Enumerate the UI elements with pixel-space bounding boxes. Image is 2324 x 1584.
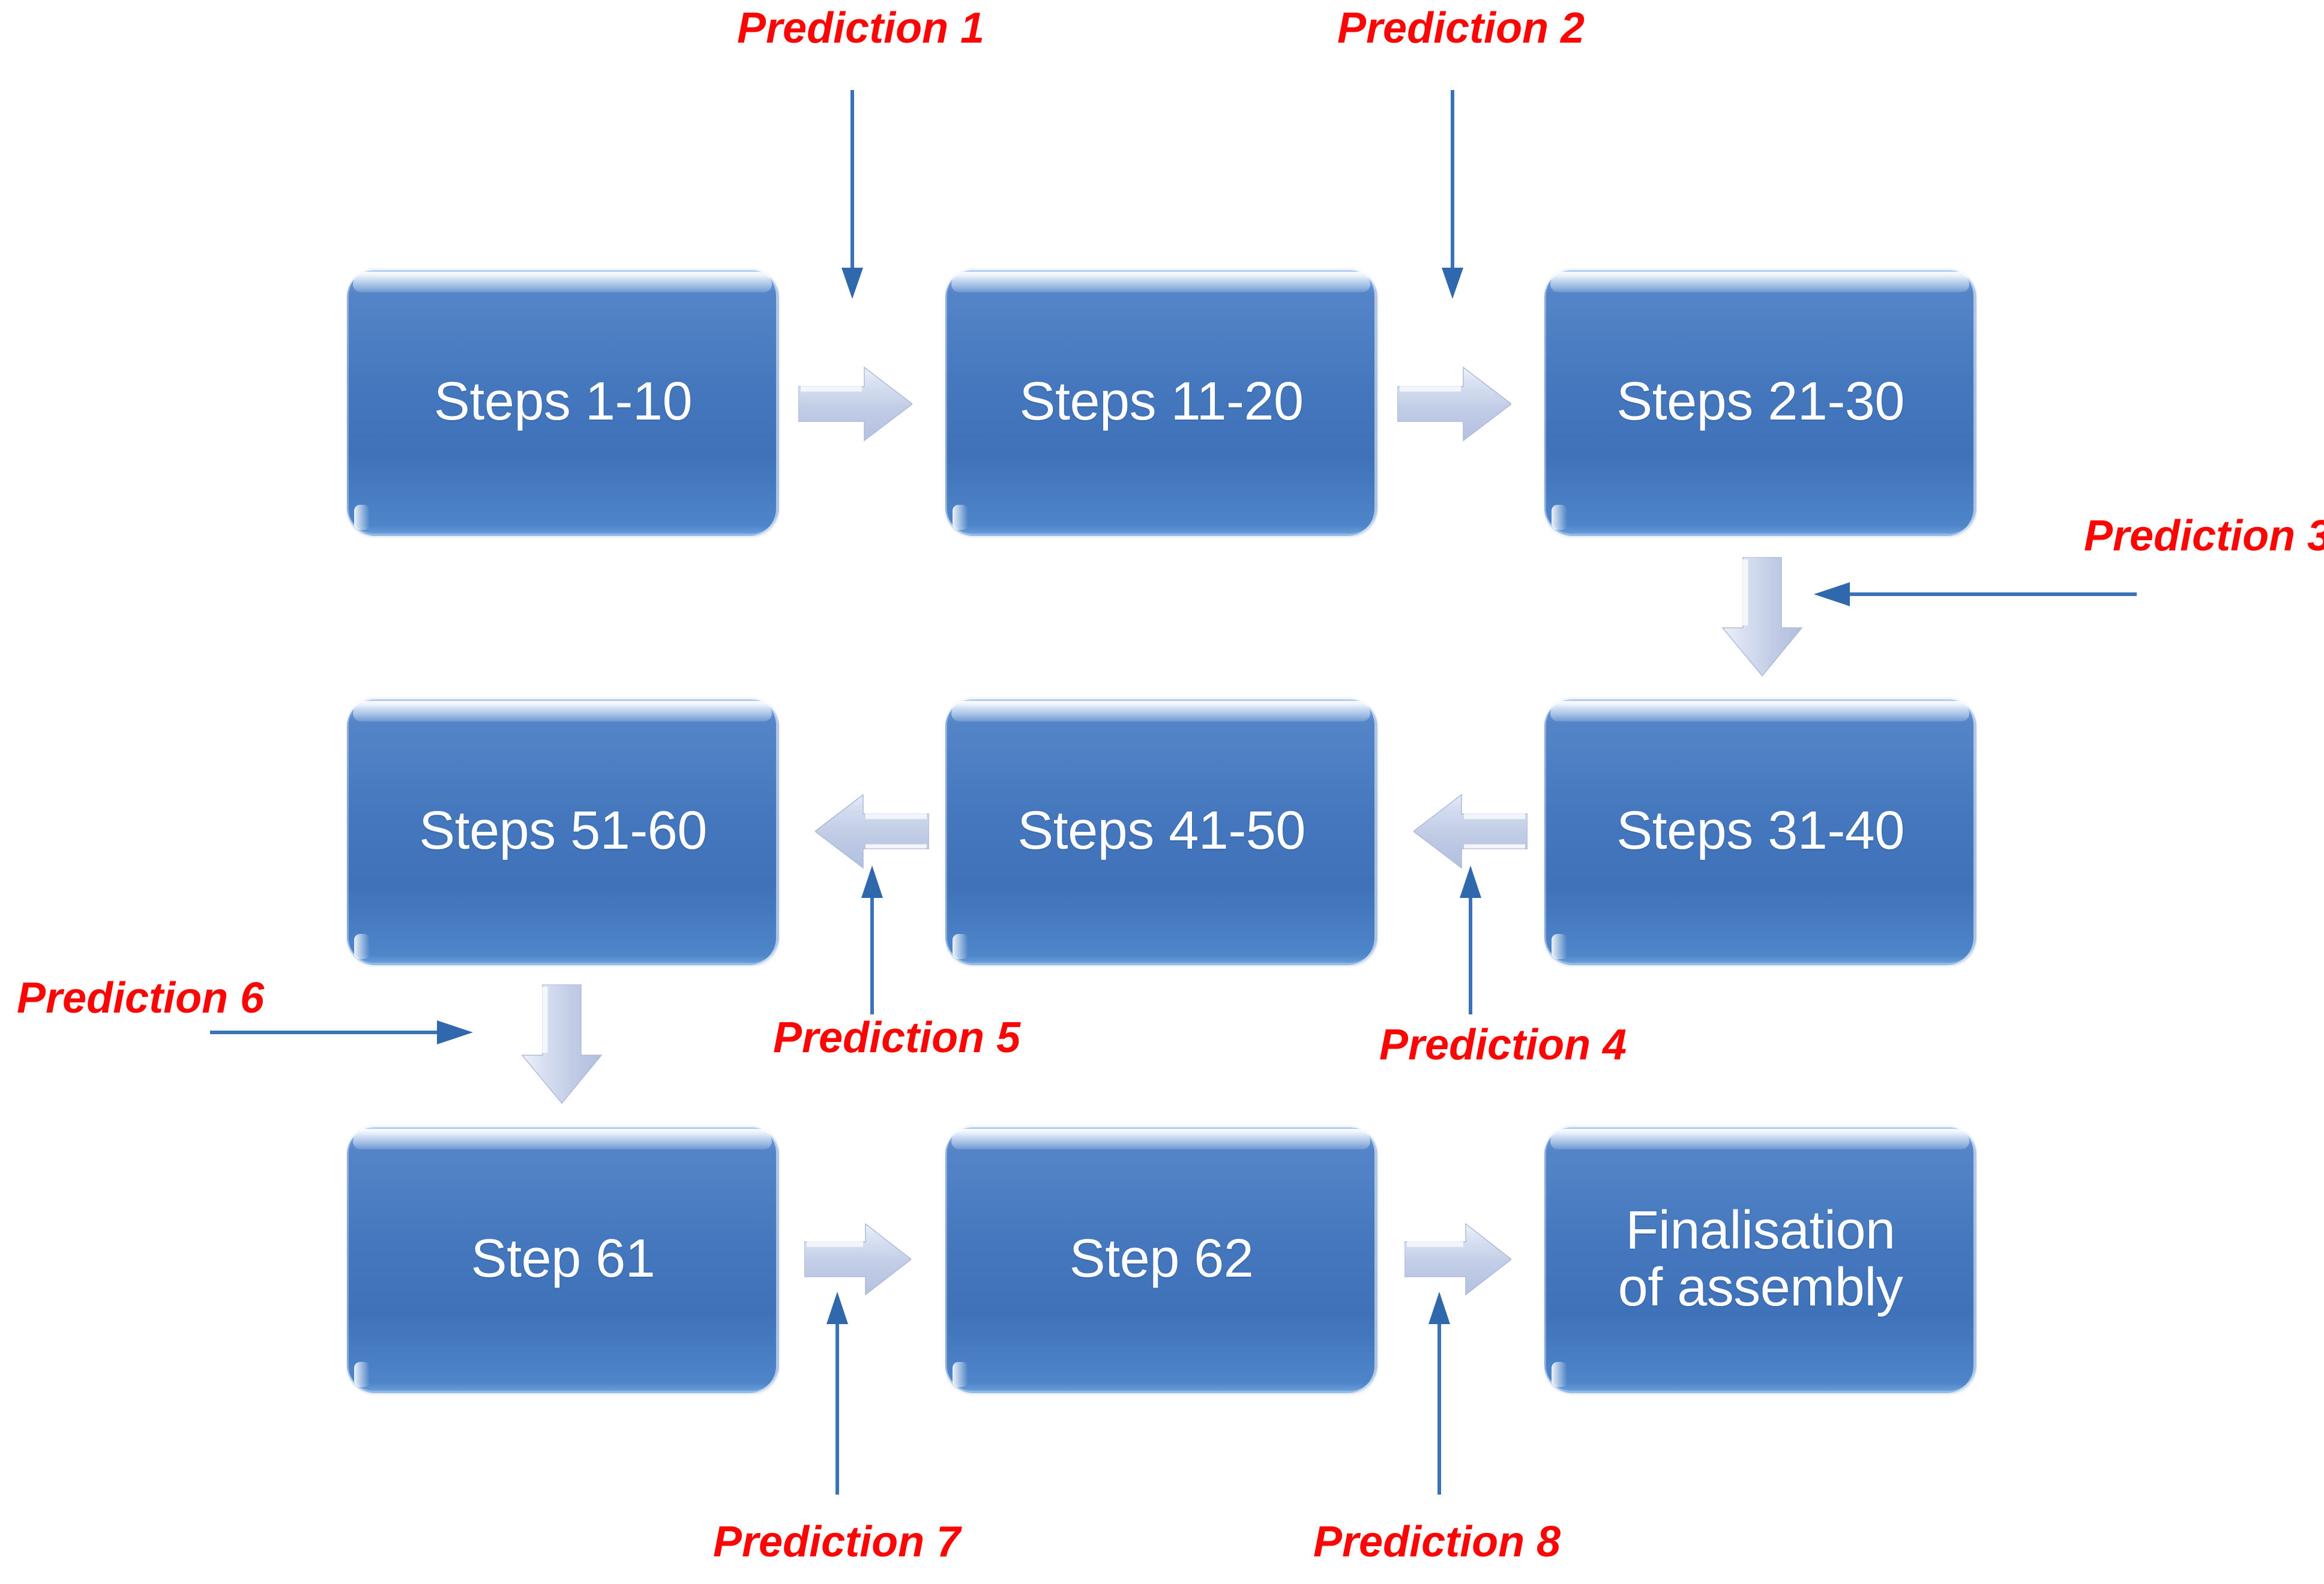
process-box-label-line1: Finalisation [1625,1200,1895,1260]
process-box-steps-41-50[interactable]: Steps 41-50 [945,697,1377,965]
process-box-label-multiline: Finalisation of assembly [1607,1202,1914,1317]
process-box-label-line2: of assembly [1618,1257,1903,1317]
prediction-pointer-4 [1459,864,1483,1014]
prediction-label-2: Prediction 2 [1337,4,1585,52]
process-box-steps-31-40[interactable]: Steps 31-40 [1544,697,1976,965]
process-box-step-62[interactable]: Step 62 [945,1125,1377,1393]
prediction-label-4: Prediction 4 [1379,1021,1627,1069]
process-box-steps-51-60[interactable]: Steps 51-60 [347,697,779,965]
process-box-label: Steps 31-40 [1616,801,1904,861]
process-box-step-61[interactable]: Step 61 [347,1125,779,1393]
process-box-steps-21-30[interactable]: Steps 21-30 [1544,268,1976,536]
flow-arrow-left-2 [815,792,929,870]
prediction-pointer-2 [1440,90,1465,300]
flow-arrow-right-4 [1404,1221,1511,1297]
process-box-finalisation-of-assembly[interactable]: Finalisation of assembly [1544,1125,1976,1393]
process-box-label: Steps 51-60 [419,801,707,861]
prediction-label-6: Prediction 6 [17,974,265,1022]
process-box-steps-11-20[interactable]: Steps 11-20 [945,268,1377,536]
process-box-label: Steps 41-50 [1017,801,1305,861]
process-box-label: Steps 1-10 [433,372,693,432]
process-box-label: Step 62 [1069,1229,1254,1289]
process-box-label: Steps 11-20 [1019,372,1304,432]
process-box-label: Steps 21-30 [1616,372,1904,432]
prediction-pointer-5 [860,864,884,1014]
flow-arrow-down-2 [520,984,604,1104]
prediction-pointer-1 [840,90,864,300]
prediction-pointer-3 [1813,582,2137,606]
prediction-label-3: Prediction 3 [2084,512,2324,560]
prediction-label-1: Prediction 1 [737,4,985,52]
prediction-label-5: Prediction 5 [773,1014,1021,1062]
process-box-steps-1-10[interactable]: Steps 1-10 [347,268,779,536]
prediction-label-8: Prediction 8 [1313,1518,1561,1566]
flow-arrow-left-1 [1413,792,1528,870]
process-box-label: Step 61 [471,1229,655,1289]
flow-arrow-right-2 [1397,365,1511,443]
flow-arrow-right-3 [804,1221,911,1297]
prediction-pointer-6 [210,1020,474,1044]
prediction-pointer-7 [825,1290,849,1495]
prediction-pointer-8 [1427,1290,1451,1495]
prediction-label-7: Prediction 7 [713,1518,961,1566]
flow-arrow-right-1 [798,365,912,443]
flow-arrow-down-1 [1720,557,1804,677]
